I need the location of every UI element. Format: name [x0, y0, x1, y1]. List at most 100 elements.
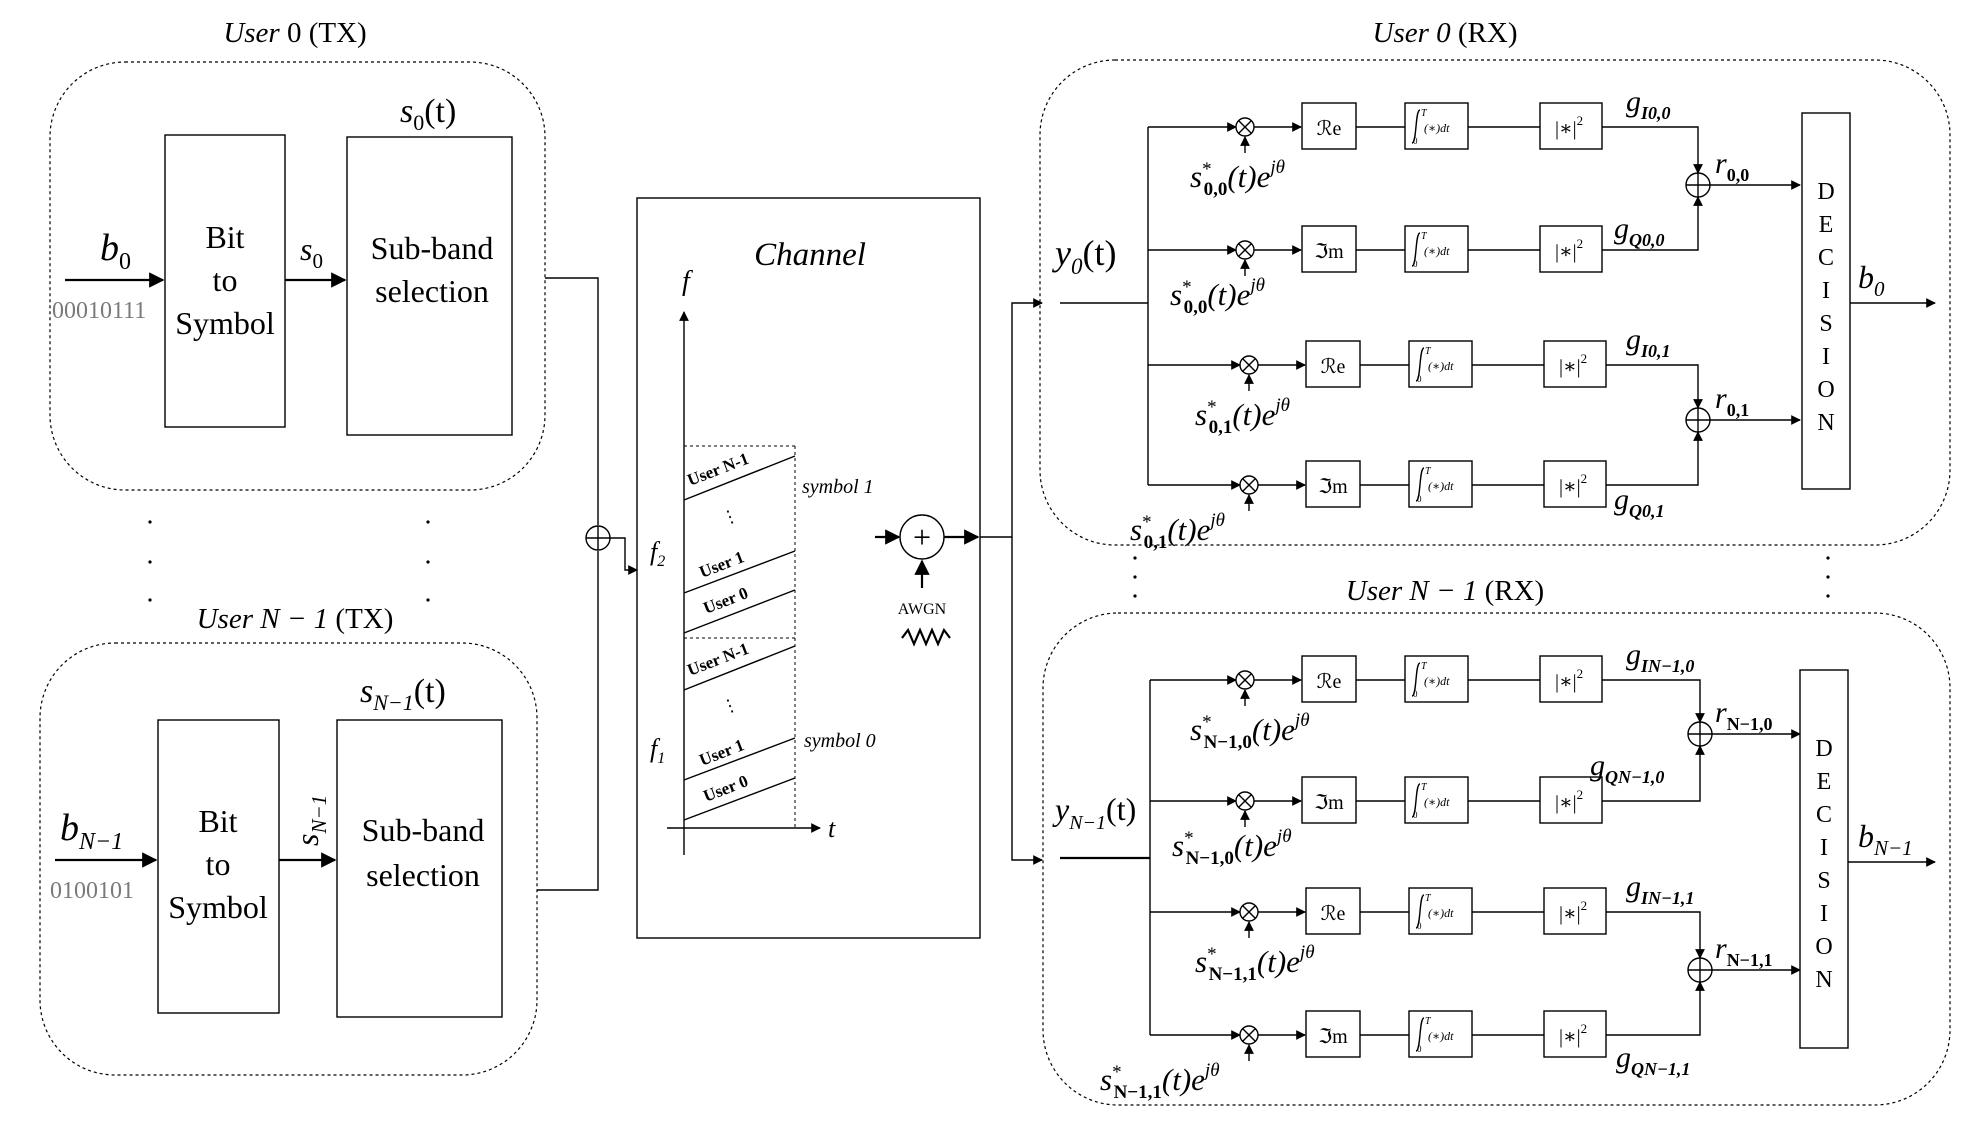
- noise-adder-plus: +: [913, 519, 931, 555]
- channel: Channel f t User N-1 ⋮ User 1 User 0 Use…: [636, 197, 981, 939]
- integral-lower-limit: 0: [1417, 921, 1422, 931]
- decision-letter: I: [1822, 278, 1830, 304]
- tx-user-n-1-title: User N − 1 (TX): [197, 603, 394, 635]
- g-label: gI0,0: [1626, 85, 1671, 123]
- im-block: [1305, 1010, 1361, 1058]
- integral-body: (∗)dt: [1424, 244, 1450, 258]
- reference-signal-label: s*N−1,0(t)ejθ: [1172, 826, 1292, 869]
- rx-user-n-1-feed: [1011, 537, 1043, 865]
- abs-square-label: |∗|2: [1559, 351, 1587, 378]
- abs-square-block: [1543, 1010, 1607, 1058]
- integral-body: (∗)dt: [1424, 795, 1450, 809]
- decision-letter: C: [1818, 245, 1834, 271]
- part-label: ℑm: [1314, 792, 1344, 814]
- integral-upper-limit: T: [1425, 346, 1432, 357]
- tx-user-n-1: User N − 1 (TX) Bit to Symbol Sub-band s…: [39, 603, 538, 1076]
- integral-lower-limit: 0: [1417, 494, 1422, 504]
- tx-user-n-1-signal-label: sN−1(t): [360, 673, 446, 715]
- integral-upper-limit: T: [1425, 466, 1432, 477]
- bit-to-symbol-label-line2: to: [206, 846, 231, 882]
- f2-label: f2: [650, 537, 665, 570]
- g-label: gQN−1,0: [1590, 749, 1664, 787]
- tx-user-n-1-bit-sequence: 0100101: [50, 878, 134, 904]
- integral-lower-limit: 0: [1413, 259, 1418, 269]
- integral-body: (∗)dt: [1428, 479, 1454, 493]
- re-block: [1301, 655, 1357, 703]
- tx-user-n-1-bit-to-symbol-block: [157, 719, 280, 1014]
- band-ellipsis-top: ⋮: [719, 505, 742, 529]
- decision-letter: S: [1819, 311, 1832, 337]
- integral-body: (∗)dt: [1428, 359, 1454, 373]
- re-block: [1305, 887, 1361, 935]
- rx-users: User 0 (RX)y0(t)s*0,0(t)ejθℛeT0(∗)dt|∗|2…: [1039, 17, 1951, 1106]
- part-label: ℛe: [1317, 118, 1342, 140]
- abs-square-block: [1543, 340, 1607, 388]
- subband-label-line2: selection: [375, 273, 489, 309]
- reference-signal-label: s*0,0(t)ejθ: [1170, 275, 1265, 318]
- integral-lower-limit: 0: [1417, 1044, 1422, 1054]
- rx-title: User 0 (RX): [1373, 17, 1518, 49]
- r-label: r0,0: [1715, 147, 1749, 185]
- reference-signal-label: s*0,1(t)ejθ: [1130, 510, 1225, 553]
- rx-input-label: yN−1(t): [1052, 791, 1136, 834]
- symbol-0-label: symbol 0: [804, 730, 876, 752]
- abs-square-block: [1539, 655, 1603, 703]
- subband-label-line1: Sub-band: [362, 812, 485, 848]
- im-block: [1301, 225, 1357, 273]
- tx-combiner: [537, 277, 638, 891]
- g-label: gIN−1,0: [1626, 638, 1694, 676]
- decision-letter: C: [1816, 802, 1832, 828]
- abs-square-label: |∗|2: [1559, 898, 1587, 925]
- part-label: ℑm: [1314, 241, 1344, 263]
- bit-to-symbol-label-line2: to: [213, 262, 238, 298]
- awgn-noise-icon: [901, 627, 951, 647]
- rx-user-0-feed: [980, 298, 1043, 538]
- r-label: r0,1: [1715, 382, 1749, 420]
- tx-user-0-bit-to-symbol-block: [164, 134, 286, 428]
- tx-user-0-frame: [49, 61, 546, 491]
- decision-letter: O: [1817, 377, 1834, 403]
- rx-frame: [1042, 612, 1951, 1106]
- tx-user-0-title: User 0 (TX): [223, 17, 366, 49]
- decision-letter: I: [1822, 344, 1830, 370]
- g-label: gQ0,1: [1614, 483, 1665, 521]
- bit-to-symbol-label-line3: Symbol: [168, 889, 268, 925]
- channel-title: Channel: [754, 237, 866, 273]
- channel-input-arrow: [610, 537, 638, 575]
- abs-square-label: |∗|2: [1555, 113, 1583, 140]
- axis-t-label: t: [828, 814, 836, 843]
- subband-label-line2: selection: [366, 857, 480, 893]
- integral-upper-limit: T: [1421, 231, 1428, 242]
- decision-letter: I: [1820, 835, 1828, 861]
- reference-signal-label: s*0,0(t)ejθ: [1190, 157, 1285, 200]
- re-block: [1305, 340, 1361, 388]
- r-label: rN−1,1: [1715, 932, 1772, 970]
- decision-letter: N: [1815, 967, 1832, 993]
- decision-letter: O: [1815, 934, 1832, 960]
- r-label: rN−1,0: [1715, 696, 1772, 734]
- rx-input-label: y0(t): [1052, 233, 1116, 279]
- rx-user-0: User 0 (RX)y0(t)s*0,0(t)ejθℛeT0(∗)dt|∗|2…: [1039, 17, 1951, 553]
- integral-upper-limit: T: [1421, 782, 1428, 793]
- integral-upper-limit: T: [1425, 1016, 1432, 1027]
- band-ellipsis-bottom: ⋮: [719, 694, 742, 718]
- rx-output-label: b0: [1858, 259, 1885, 301]
- channel-output-split: [980, 298, 1043, 865]
- g-label: gIN−1,1: [1626, 870, 1694, 908]
- tx-user-0-bit-sequence: 00010111: [52, 298, 146, 324]
- integral-upper-limit: T: [1421, 108, 1428, 119]
- abs-square-label: |∗|2: [1559, 471, 1587, 498]
- abs-square-block: [1543, 460, 1607, 508]
- bit-to-symbol-label-line1: Bit: [205, 219, 244, 255]
- decision-letter: E: [1819, 212, 1834, 238]
- abs-square-label: |∗|2: [1555, 236, 1583, 263]
- tx-user-n-1-subband-block: [336, 719, 503, 1018]
- integral-upper-limit: T: [1425, 893, 1432, 904]
- abs-square-block: [1539, 225, 1603, 273]
- reference-signal-label: s*N−1,1(t)ejθ: [1195, 942, 1315, 985]
- decision-letter: D: [1817, 179, 1834, 205]
- symbol-1-label: symbol 1: [802, 476, 874, 498]
- rx-title: User N − 1 (RX): [1346, 575, 1544, 607]
- f1-label: f1: [650, 734, 665, 767]
